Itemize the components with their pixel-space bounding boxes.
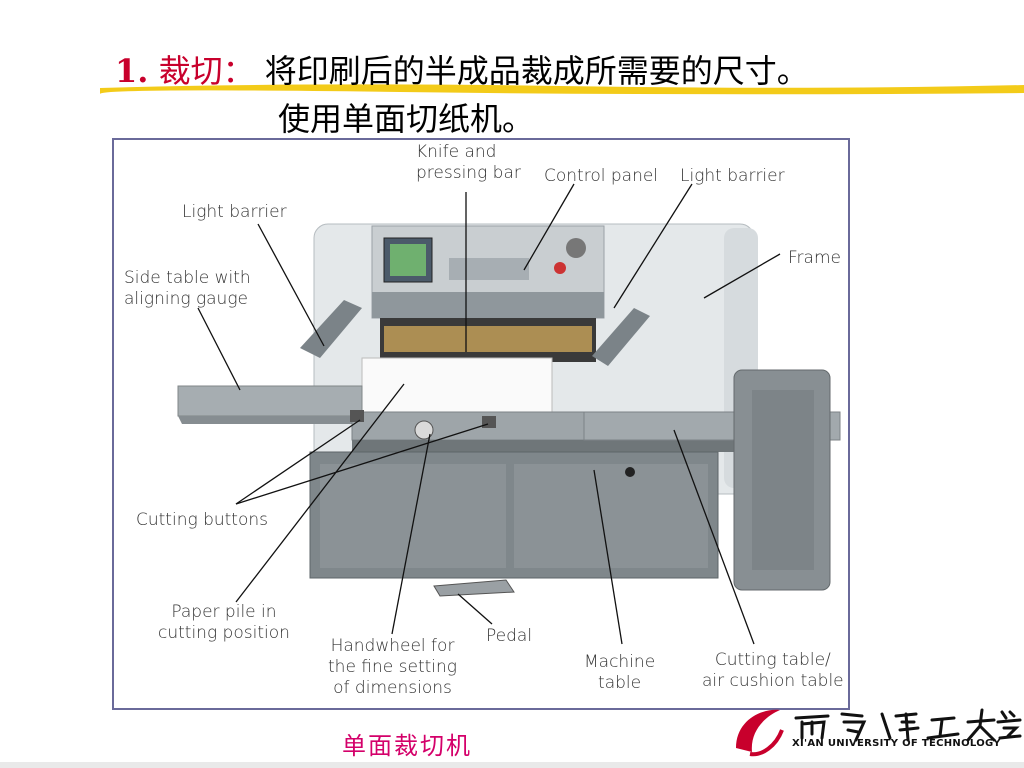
label-machine-table: Machine table [584,652,656,693]
university-logo [732,700,1022,764]
title-text-1: 将印刷后的半成品裁成所需要的尺寸。 [264,52,809,90]
label-frame: Frame [788,248,841,268]
label-pedal: Pedal [486,626,533,646]
label-light-barrier-right: Light barrier [680,166,785,186]
label-cutting-buttons: Cutting buttons [136,510,269,530]
university-name-text: XI'AN UNIVERSITY OF TECHNOLOGY [792,738,1001,749]
label-control-panel: Control panel [544,166,659,186]
university-logo-icon [736,708,1022,757]
figure-caption: 单面裁切机 [342,732,472,760]
slide-title: 1. 裁切： 将印刷后的半成品裁成所需要的尺寸。 使用单面切纸机。 [0,0,1024,140]
paper-cutter-figure: Knife and pressing bar Control panel Lig… [112,138,850,710]
label-cutting-table: Cutting table/ air cushion table [702,650,844,691]
paper-cutter-illustration [177,183,841,645]
title-highlight-stroke [100,84,1024,95]
label-paper-pile: Paper pile in cutting position [158,602,290,643]
label-light-barrier-left: Light barrier [182,202,287,222]
title-line-1: 1. 裁切： 将印刷后的半成品裁成所需要的尺寸。 [115,46,809,92]
slide-bottom-bar [0,762,1024,768]
title-keyword: 裁切： [158,52,255,90]
label-handwheel: Handwheel for the fine setting of dimens… [328,636,457,698]
title-line-2: 使用单面切纸机。 [278,100,535,138]
label-knife-and-pressing-bar: Knife and pressing bar [416,142,521,183]
label-side-table: Side table with aligning gauge [124,268,251,309]
title-number: 1. [115,52,149,90]
